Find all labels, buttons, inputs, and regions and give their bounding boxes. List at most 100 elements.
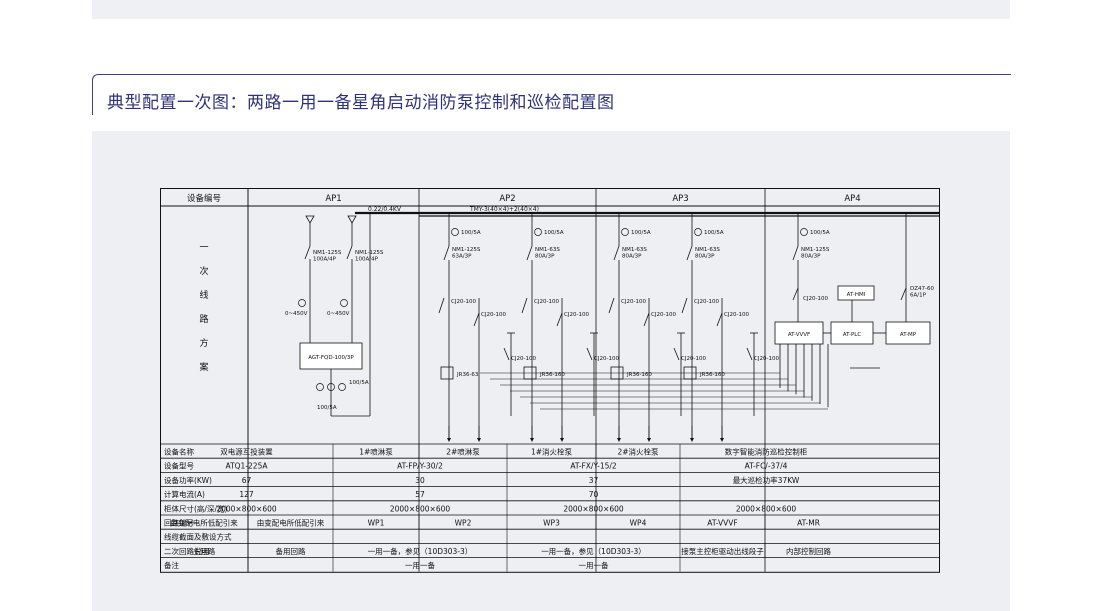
breaker-label: NM1-125S [801,247,830,253]
current-transformer [316,383,324,391]
contactor-label: CJ20-100 [594,356,619,362]
cell-value: 一用一备，参见（10D303-3） [541,546,646,556]
row-label: 回路编号 [164,518,194,528]
scheme-label-char: 案 [199,361,208,373]
contactor-label: CJ20-100 [651,312,676,318]
dz-label: DZ47-60 [910,286,934,292]
current-transformer [800,228,808,236]
ct-label: 100/5A [704,230,724,236]
cell-value: 2000×800×600 [390,504,451,513]
breaker-contact [792,245,799,261]
scheme-label-char: 路 [199,313,208,325]
header-label: 设备编号 [187,193,221,204]
current-transformer [534,228,542,236]
hmi-label: AT-HMI [847,292,866,298]
cell-value: AT-VVVF [707,519,737,528]
contactor-label: CJ20-100 [534,299,559,305]
contactor-contact [681,297,688,314]
relay-label: JR36-63 [456,372,479,378]
contactor-contact [521,297,528,314]
cell-value: 备用回路 [276,546,306,556]
column-header-ap1: AP1 [325,194,341,204]
cell-value: AT-FC/-37/4 [745,462,788,471]
row-label: 柜体尺寸(高/深/宽) [164,503,227,513]
busbar-spec-label: TMY-3(40×4)+2(40×4) [469,206,539,213]
row-label: 设备名称 [164,447,194,457]
contactor-label: CJ20-100 [481,312,506,318]
ct-label: 100/5A [317,405,337,411]
scheme-label-char: 一 [199,243,208,253]
contactor-contact [586,347,593,361]
table-frame [160,188,940,573]
hmi-box [837,285,875,301]
row-label: 设备型号 [164,461,194,471]
contactor-contact [438,297,445,314]
contactor-label: CJ20-100 [621,299,646,305]
cell-value: 2#喷淋泵 [446,447,480,457]
cell-value: 最大巡检功率37KW [733,475,800,485]
contactor-label: CJ20-100 [803,296,828,302]
row-label: 线缆截面及敷设方式 [164,532,232,542]
cell-value: WP2 [455,519,472,528]
vvvf-label: AT-VVVF [788,332,810,338]
column-header-ap4: AP4 [844,194,860,204]
cell-value: AT-MR [797,519,820,528]
row-label: 二次回路说明 [164,546,209,556]
ats-box [299,342,363,370]
ct-label: 100/5A [631,230,651,236]
cell-value: WP4 [630,519,647,528]
cell-value: 内部控制回路 [786,546,831,556]
contactor-label: CJ20-100 [681,356,706,362]
cell-value: WP3 [543,519,560,528]
cell-value: 由变配电所低配引来 [257,518,325,528]
breaker-label: 80A/3P [695,254,715,260]
relay-label: JR36-160 [626,372,652,378]
breaker-label: 63A/3P [452,254,472,260]
cell-value: 57 [415,490,425,499]
contactor-label: CJ20-100 [694,299,719,305]
ct-label: 100/5A [461,230,481,236]
current-transformer [451,228,459,236]
breaker-contact [526,245,533,261]
cell-value: 主回路 [193,546,216,556]
ats-label: AGT-FQD-100/3P [308,355,354,361]
dz-label: 6A/1P [910,293,927,299]
top-banner-strip [92,0,1010,19]
breaker-label: 100A/4P [355,257,379,263]
breaker-contact [304,245,311,260]
row-label: 计算电流(A) [164,489,205,499]
breaker-label: 80A/3P [801,254,821,260]
cell-value: 由变配电所低配引来 [170,518,238,528]
voltmeter [298,299,306,307]
incoming-arrow [347,215,357,224]
relay-label: JR36-160 [539,372,565,378]
breaker-label: NM1-125S [313,250,342,256]
fuse-contact [900,287,907,301]
bus-voltage-label: 0.22/0.4KV [368,206,402,213]
title-frame-line [92,74,1011,115]
current-transformer [621,228,629,236]
cell-value: 2000×800×600 [563,504,624,513]
breaker-label: NM1-125S [355,250,384,256]
cell-value: 2#消火栓泵 [617,447,659,457]
cell-value: ATQ1-225A [226,462,269,471]
cell-value: 1#消火栓泵 [531,447,573,457]
breaker-label: NM1-63S [535,247,560,253]
column-header-ap3: AP3 [672,194,688,204]
page-title: 典型配置一次图：两路一用一备星角启动消防泵控制和巡检配置图 [107,93,615,113]
row-label: 备注 [164,560,179,570]
scheme-label-char: 次 [199,265,208,277]
cell-value: 127 [239,490,254,499]
cell-value: 接泵主控柜驱动出线段子 [681,546,764,556]
ct-label: 100/5A [544,230,564,236]
contactor-contact [746,347,753,361]
cell-value: 1#喷淋泵 [359,447,393,457]
cell-value: AT-FX/Y-15/2 [570,462,617,471]
breaker-contact [613,245,620,261]
scheme-label-char: 方 [199,337,208,349]
contactor-contact [643,312,650,327]
breaker-label: NM1-125S [452,247,481,253]
thermal-relay [440,366,454,380]
